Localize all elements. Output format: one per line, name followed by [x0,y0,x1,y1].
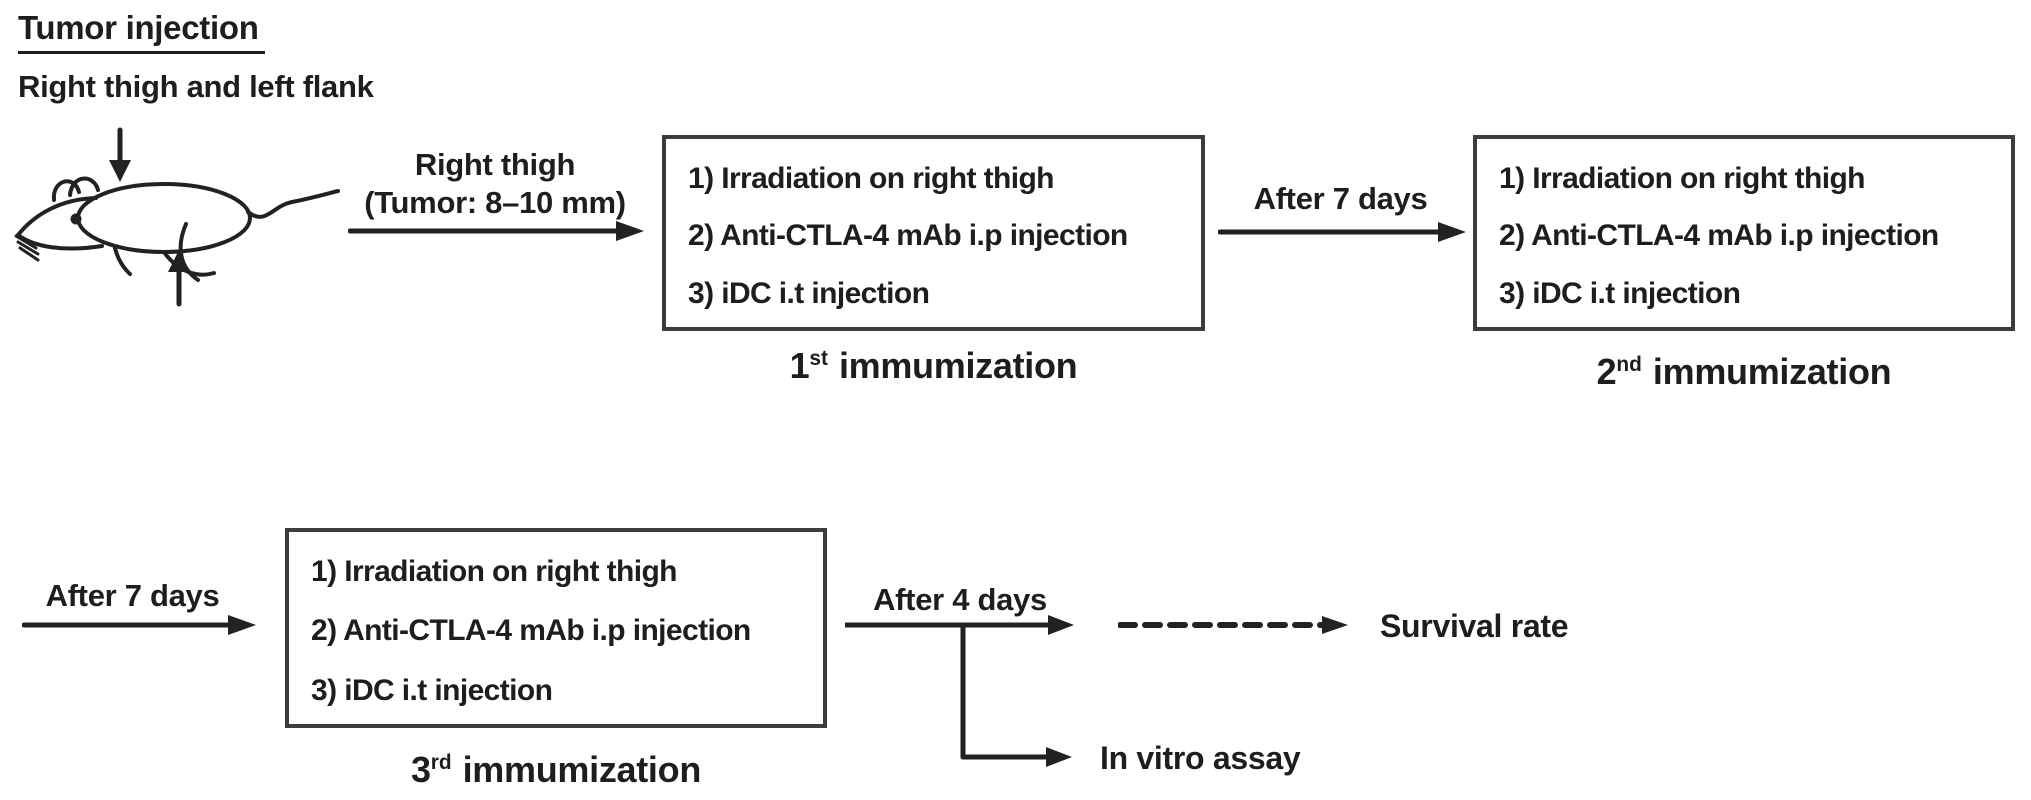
caption2-text: immumization [1652,351,1892,392]
after-7-days-top-label: After 7 days [1253,181,1428,216]
after-7-days-bottom-arrow-icon [22,615,256,635]
caption3-suffix: rd [430,751,452,774]
box1-item-3: 3) iDC i.t injection [688,276,930,310]
caption2-ordinal: 2 [1596,351,1617,392]
immunization-caption-2: 2nd immumization [1473,352,2015,392]
caption3-text: immumization [462,749,702,790]
after-4-days-label: After 4 days [873,582,1047,617]
caption3-ordinal: 3 [410,749,431,790]
diagram-title: Tumor injection [18,9,265,55]
box2-item-1: 1) Irradiation on right thigh [1499,162,1866,195]
immunization-caption-3: 3rd immumization [285,750,827,790]
tumor-arrow-label: Right thigh (Tumor: 8–10 mm) [345,146,645,222]
box1-item-1: 1) Irradiation on right thigh [688,162,1055,195]
immunization-box-3: 1) Irradiation on right thigh 2) Anti-CT… [285,528,827,728]
caption1-suffix: st [809,347,828,370]
after-7-days-top-arrow-icon [1218,222,1466,242]
box2-item-3: 3) iDC i.t injection [1499,276,1741,310]
box3-item-1: 1) Irradiation on right thigh [311,555,678,588]
after-4-days-branch-arrow-icon [845,615,1074,767]
immunization-box-1: 1) Irradiation on right thigh 2) Anti-CT… [662,135,1205,331]
tumor-size-arrow-icon [348,221,644,241]
box3-item-2: 2) Anti-CTLA-4 mAb i.p injection [311,614,751,648]
after-7-days-bottom-label: After 7 days [45,578,220,613]
caption2-suffix: nd [1616,353,1642,376]
box2-item-2: 2) Anti-CTLA-4 mAb i.p injection [1499,219,1939,253]
tumor-arrow-label-line2: (Tumor: 8–10 mm) [364,184,626,220]
flank-injection-arrow-icon [109,127,131,182]
thigh-injection-arrow-icon [168,250,190,307]
caption1-text: immumization [838,345,1078,386]
caption1-ordinal: 1 [789,345,810,386]
immunization-caption-1: 1st immumization [662,346,1205,386]
box3-item-3: 3) iDC i.t injection [311,673,553,707]
survival-rate-label: Survival rate [1380,608,1569,644]
tumor-arrow-label-line1: Right thigh [414,147,576,182]
box1-item-2: 2) Anti-CTLA-4 mAb i.p injection [688,219,1128,253]
mouse-icon [14,127,340,307]
survival-dashed-arrow-icon [1118,616,1348,634]
immunization-box-2: 1) Irradiation on right thigh 2) Anti-CT… [1473,135,2015,331]
injection-sites-label: Right thigh and left flank [18,69,374,104]
in-vitro-assay-label: In vitro assay [1100,740,1301,776]
